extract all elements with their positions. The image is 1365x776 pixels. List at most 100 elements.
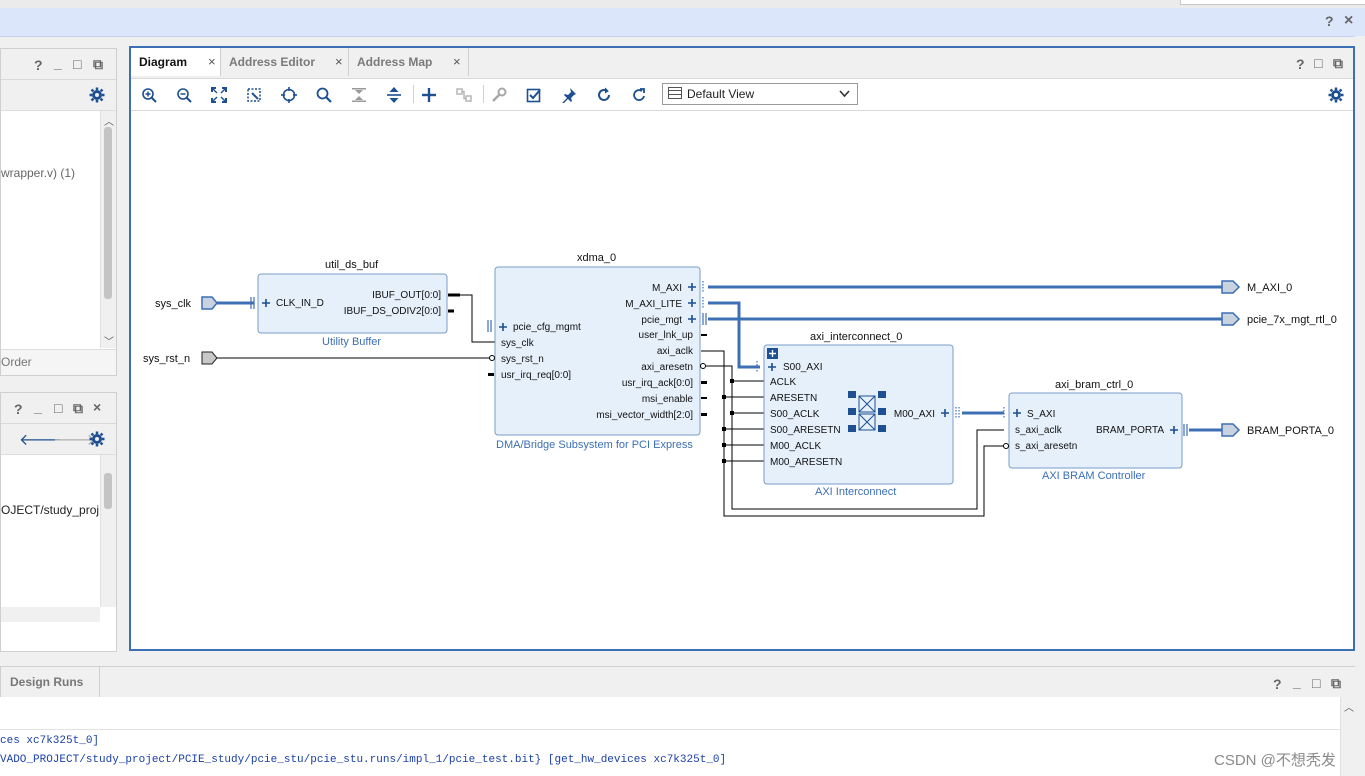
float-button[interactable]: ⧉ bbox=[1331, 675, 1341, 691]
port-pcie-7x-mgt-rtl-0[interactable]: pcie_7x_mgt_rtl_0 bbox=[1221, 312, 1337, 326]
regenerate-icon[interactable] bbox=[626, 82, 652, 108]
block-axi-interconnect-0[interactable]: axi_interconnect_0 S00_AXI ACLK ARESETN … bbox=[756, 331, 960, 498]
pin-label: S00_ARESETN bbox=[770, 425, 841, 436]
pin-label: msi_enable bbox=[642, 394, 694, 405]
top-field[interactable] bbox=[1180, 0, 1365, 5]
pin-label: sys_rst_n bbox=[501, 354, 544, 365]
tab-design-runs[interactable]: Design Runs bbox=[0, 667, 100, 697]
port-label: M_AXI_0 bbox=[1247, 282, 1292, 294]
maximize-button[interactable]: □ bbox=[54, 400, 63, 416]
minimize-button[interactable]: _ bbox=[54, 55, 62, 71]
wire-reset-fanout[interactable] bbox=[732, 380, 764, 414]
pin-label: s_axi_aclk bbox=[1015, 425, 1063, 436]
settings-icon[interactable] bbox=[89, 87, 105, 103]
tab-close-icon[interactable]: × bbox=[453, 54, 461, 69]
add-ip-icon[interactable] bbox=[416, 82, 442, 108]
left-top-panel: ? _ □ ⧉ wrapper.v) (1) ︿ ﹀ Order bbox=[0, 48, 117, 376]
wire-axi-aclk[interactable] bbox=[701, 350, 1004, 517]
tab-label: Design Runs bbox=[10, 675, 84, 689]
pin-label: s_axi_aresetn bbox=[1015, 441, 1077, 452]
left-top-scrollbar[interactable]: ︿ ﹀ bbox=[100, 111, 116, 348]
path-text[interactable]: OJECT/study_proj bbox=[1, 503, 100, 517]
pin-icon[interactable] bbox=[556, 82, 582, 108]
minimize-button[interactable]: _ bbox=[1293, 674, 1301, 690]
float-button[interactable]: ⧉ bbox=[93, 56, 103, 72]
wire-ibuf-to-sysclk[interactable] bbox=[460, 294, 496, 343]
maximize-button[interactable]: □ bbox=[1314, 55, 1323, 71]
scroll-up-icon[interactable]: ︿ bbox=[104, 117, 114, 128]
settings-icon[interactable] bbox=[89, 431, 105, 447]
view-select[interactable]: Default View bbox=[662, 83, 858, 105]
tab-close-icon[interactable]: × bbox=[208, 54, 216, 69]
search-icon[interactable] bbox=[311, 82, 337, 108]
pin-label: S_AXI bbox=[1027, 409, 1055, 420]
zoom-fit-icon[interactable] bbox=[206, 82, 232, 108]
tab-address-editor[interactable]: Address Editor × bbox=[221, 48, 349, 76]
console-line: VADO_PROJECT/study_project/PCIE_study/pc… bbox=[0, 754, 727, 766]
maximize-button[interactable]: □ bbox=[1312, 675, 1321, 691]
back-arrow-icon[interactable]: 🡐 bbox=[19, 432, 62, 449]
block-xdma-0[interactable]: xdma_0 pcie_cfg_mgmt sys_clk sys_rst_n u… bbox=[487, 252, 707, 451]
forward-arrow-icon[interactable]: 🡒 bbox=[53, 432, 96, 449]
scroll-thumb[interactable] bbox=[104, 127, 112, 299]
block-subtitle: Utility Buffer bbox=[322, 336, 381, 348]
pin-label: IBUF_DS_ODIV2[0:0] bbox=[344, 306, 441, 317]
help-button[interactable]: ? bbox=[14, 401, 23, 417]
wire-m-axi-lite[interactable] bbox=[708, 301, 760, 369]
port-sys-rst-n[interactable]: sys_rst_n bbox=[143, 351, 218, 365]
minimize-button[interactable]: _ bbox=[34, 399, 42, 415]
left-bottom-hscrollbar[interactable] bbox=[1, 607, 100, 622]
pin-label: M_AXI_LITE bbox=[625, 299, 682, 310]
wire-clock-fanout[interactable] bbox=[724, 396, 764, 462]
settings-icon[interactable] bbox=[1328, 87, 1344, 103]
block-name: axi_interconnect_0 bbox=[810, 331, 902, 343]
window-close-button[interactable]: × bbox=[1344, 12, 1354, 29]
help-button[interactable]: ? bbox=[1273, 676, 1282, 692]
scroll-up-icon[interactable]: ︿ bbox=[1344, 703, 1354, 714]
wire-junctions bbox=[722, 379, 734, 463]
maximize-button[interactable]: □ bbox=[73, 56, 82, 72]
console-scrollbar[interactable]: ︿ bbox=[1340, 697, 1356, 776]
float-button[interactable]: ⧉ bbox=[1333, 55, 1343, 71]
block-util-ds-buf[interactable]: util_ds_buf CLK_IN_D IBUF_OUT[0:0] IBUF_… bbox=[250, 259, 448, 348]
port-bram-porta-0[interactable]: BRAM_PORTA_0 bbox=[1221, 423, 1334, 437]
connect-icon[interactable] bbox=[451, 82, 477, 108]
help-button[interactable]: ? bbox=[34, 57, 43, 73]
pin-label: M_AXI bbox=[652, 283, 682, 294]
window-title-bar: ? × bbox=[0, 8, 1365, 37]
properties-icon[interactable] bbox=[486, 82, 512, 108]
zoom-out-icon[interactable] bbox=[171, 82, 197, 108]
block-axi-bram-ctrl-0[interactable]: axi_bram_ctrl_0 S_AXI s_axi_aclk s_axi_a… bbox=[1003, 379, 1188, 482]
footer-tab[interactable]: Order bbox=[1, 355, 32, 369]
validate-icon[interactable] bbox=[521, 82, 547, 108]
close-button[interactable]: × bbox=[93, 399, 102, 415]
port-sys-clk[interactable]: sys_clk bbox=[155, 296, 218, 310]
left-bottom-panel: ? _ □ ⧉ × 🡐 🡒 OJECT/study_proj bbox=[0, 392, 117, 652]
right-edge bbox=[1355, 36, 1365, 776]
diagram-panel bbox=[129, 46, 1355, 651]
collapse-icon[interactable] bbox=[346, 82, 372, 108]
window-help-button[interactable]: ? bbox=[1325, 13, 1334, 29]
port-label: sys_rst_n bbox=[143, 353, 190, 365]
tab-diagram[interactable]: Diagram × bbox=[131, 48, 221, 76]
tab-label: Diagram bbox=[139, 55, 188, 69]
zoom-area-icon[interactable] bbox=[241, 82, 267, 108]
left-bottom-scrollbar[interactable] bbox=[100, 455, 116, 607]
pin-label: usr_irq_req[0:0] bbox=[501, 370, 571, 381]
scroll-thumb[interactable] bbox=[104, 473, 112, 509]
expand-icon[interactable] bbox=[381, 82, 407, 108]
tab-close-icon[interactable]: × bbox=[335, 54, 343, 69]
zoom-in-icon[interactable] bbox=[136, 82, 162, 108]
tab-address-map[interactable]: Address Map × bbox=[349, 48, 469, 76]
wire-axi-aresetn[interactable] bbox=[706, 365, 1004, 510]
block-diagram-canvas[interactable]: .t{font-family:"Liberation Sans",sans-se… bbox=[132, 112, 1353, 649]
refresh-icon[interactable] bbox=[591, 82, 617, 108]
scroll-down-icon[interactable]: ﹀ bbox=[104, 337, 114, 348]
float-button[interactable]: ⧉ bbox=[73, 400, 83, 416]
tree-item[interactable]: wrapper.v) (1) bbox=[1, 166, 76, 180]
tab-label: Address Map bbox=[357, 55, 433, 69]
port-m-axi-0[interactable]: M_AXI_0 bbox=[1221, 280, 1292, 294]
pin-label: axi_aclk bbox=[657, 346, 694, 357]
help-button[interactable]: ? bbox=[1296, 56, 1305, 72]
center-icon[interactable] bbox=[276, 82, 302, 108]
